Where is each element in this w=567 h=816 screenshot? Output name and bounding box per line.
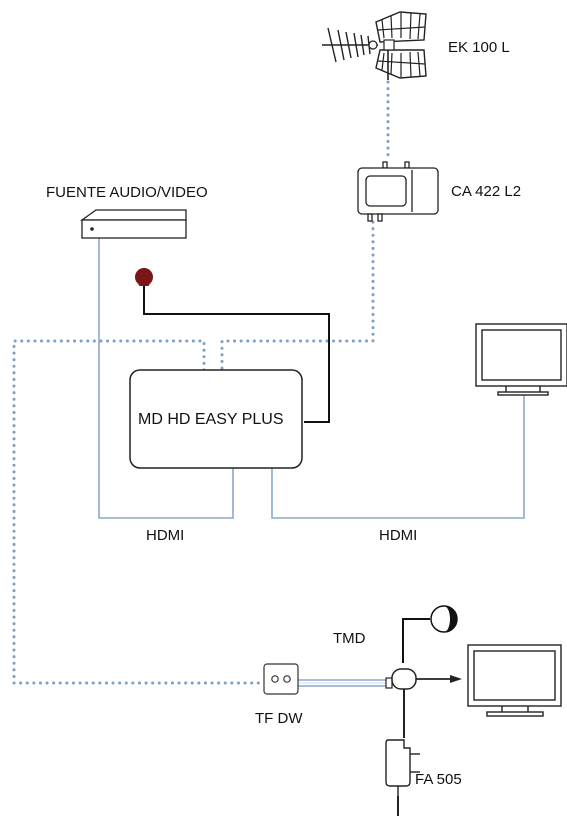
tmd-splitter-icon — [298, 668, 462, 738]
ir-receiver-icon — [402, 605, 458, 663]
hdmi-cable-tv — [271, 394, 525, 519]
hdmi-left-label: HDMI — [146, 527, 185, 544]
amplifier-label: CA 422 L2 — [451, 183, 522, 200]
power-adapter-icon — [385, 739, 420, 816]
hdmi-cables — [98, 238, 525, 519]
wall-outlet-icon — [263, 663, 299, 695]
hdmi-cable-source — [98, 238, 234, 519]
tv-bottom-icon — [467, 644, 562, 717]
ir-sensor-icon — [135, 268, 153, 286]
tmd-label: TMD — [333, 630, 366, 647]
hdmi-right-label: HDMI — [379, 527, 418, 544]
modulator-label: MD HD EASY PLUS — [138, 411, 284, 428]
antenna-label: EK 100 L — [448, 39, 510, 56]
tv-icon — [475, 323, 567, 396]
power-supply-label: FA 505 — [415, 771, 462, 788]
sensor-wire — [143, 285, 330, 423]
set-top-box-icon — [79, 209, 187, 239]
amplifier-icon — [357, 161, 439, 222]
coax-modulator-to-outlet — [12, 339, 264, 685]
coax-amplifier-to-modulator — [220, 220, 375, 372]
tf-dw-label: TF DW — [255, 710, 303, 727]
coax-cables — [12, 80, 390, 685]
modulator-box — [129, 369, 303, 469]
source-label: FUENTE AUDIO/VIDEO — [46, 184, 208, 201]
antenna-icon — [322, 11, 427, 80]
